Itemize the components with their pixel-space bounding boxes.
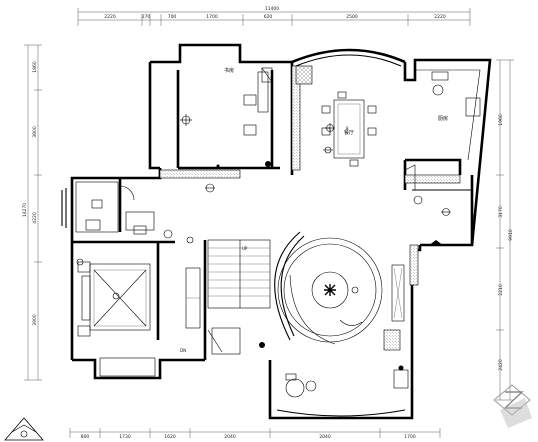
bottom-dim-4: 2040	[224, 434, 236, 440]
dining-area: 8 餐厅	[321, 91, 377, 167]
exterior-walls	[61, 43, 492, 420]
plant-icon	[259, 342, 265, 348]
right-dim-2: 3170	[498, 206, 504, 218]
ceiling-light-icon	[76, 258, 84, 266]
bed	[89, 263, 151, 331]
section-marker-icon	[413, 195, 423, 205]
stair-up-label: UP	[242, 246, 248, 251]
nightstand	[77, 261, 91, 273]
left-dimension-chain: 14270 1860 3800 4220 3900	[22, 44, 42, 381]
section-marker-icon	[163, 229, 173, 239]
dining-label: 餐厅	[344, 129, 354, 136]
plant-icon	[324, 284, 336, 296]
dining-table-label: 8	[346, 126, 349, 131]
dining-table	[333, 99, 365, 159]
top-dim-5: 620	[264, 14, 273, 20]
study-chair-2	[243, 124, 257, 136]
right-dimension-chain: 9910 1960 3170 2210 2420	[496, 59, 514, 401]
left-dim-3: 4220	[32, 212, 38, 224]
right-overall-dim: 9910	[508, 229, 514, 241]
sofa	[339, 319, 363, 326]
left-dim-1: 1860	[32, 61, 38, 73]
nightstand	[77, 325, 91, 337]
kitchen-area: 厨房	[404, 69, 481, 190]
top-dim-6: 2500	[346, 14, 358, 20]
top-overall-dim: 11400	[265, 6, 279, 12]
stair-down-label: DN	[180, 348, 186, 353]
fridge-icon	[465, 97, 481, 117]
bedroom-area	[77, 236, 201, 377]
right-dim-1: 1960	[498, 114, 504, 126]
toilet-icon	[85, 219, 101, 231]
section-marker-icon	[205, 183, 215, 193]
right-dim-3: 2210	[498, 284, 504, 296]
basin-icon	[91, 199, 103, 209]
top-dim-1: 2220	[104, 14, 116, 20]
balcony-table	[285, 378, 305, 398]
plant-icon	[398, 365, 404, 371]
left-dim-4: 3900	[32, 314, 38, 326]
tv-cabinet	[391, 264, 405, 322]
ceiling-light-icon	[180, 114, 192, 126]
top-dimension-chain: 11400 2220 270 700 1700 620 2500 2220	[77, 6, 471, 26]
sink-icon	[431, 71, 449, 81]
wall-infill	[159, 65, 461, 286]
bottom-dim-1: 800	[81, 434, 90, 440]
top-dim-4: 1700	[206, 14, 218, 20]
upper-room-label: 书房	[224, 67, 234, 74]
top-dim-7: 2220	[434, 14, 446, 20]
wardrobe-icon	[261, 67, 273, 83]
right-dim-4: 2420	[498, 359, 504, 371]
bottom-dimension-chain: 800 1730 1620 2040 2040 1700	[69, 428, 441, 440]
round-living-room	[274, 231, 405, 351]
compass-icon	[4, 417, 44, 441]
elevation-arrow-icon	[428, 240, 444, 246]
round-table	[311, 271, 349, 309]
ceiling-light-icon	[186, 236, 194, 244]
interior-walls	[72, 70, 472, 360]
upper-room: 书房	[180, 67, 273, 168]
left-dim-2: 3800	[32, 126, 38, 138]
top-dim-3: 700	[168, 14, 177, 20]
ceiling-light-icon	[112, 292, 120, 300]
bottom-dim-2: 1730	[119, 434, 131, 440]
ceiling-light-icon	[441, 208, 451, 216]
study-chair-1	[243, 94, 257, 106]
left-overall-dim: 14270	[22, 203, 28, 217]
balcony	[285, 365, 409, 398]
top-dim-ticks	[77, 8, 471, 26]
bottom-dim-6: 1700	[404, 434, 416, 440]
ceiling-light-icon	[351, 286, 359, 294]
stove-icon	[432, 84, 444, 96]
bay-window	[99, 357, 156, 377]
staircase: UP DN	[180, 239, 271, 355]
kitchen-label: 厨房	[438, 115, 448, 122]
ceiling-light-icon	[323, 146, 333, 154]
door-swing	[119, 185, 135, 201]
watermark-logo	[493, 384, 532, 428]
bottom-dim-5: 2040	[319, 434, 331, 440]
top-dim-2: 270	[142, 14, 151, 20]
bottom-dim-3: 1620	[164, 434, 176, 440]
armchair	[211, 327, 241, 355]
bath-area	[75, 181, 155, 235]
ceiling-light-icon	[325, 123, 335, 133]
plant-icon	[216, 161, 271, 168]
